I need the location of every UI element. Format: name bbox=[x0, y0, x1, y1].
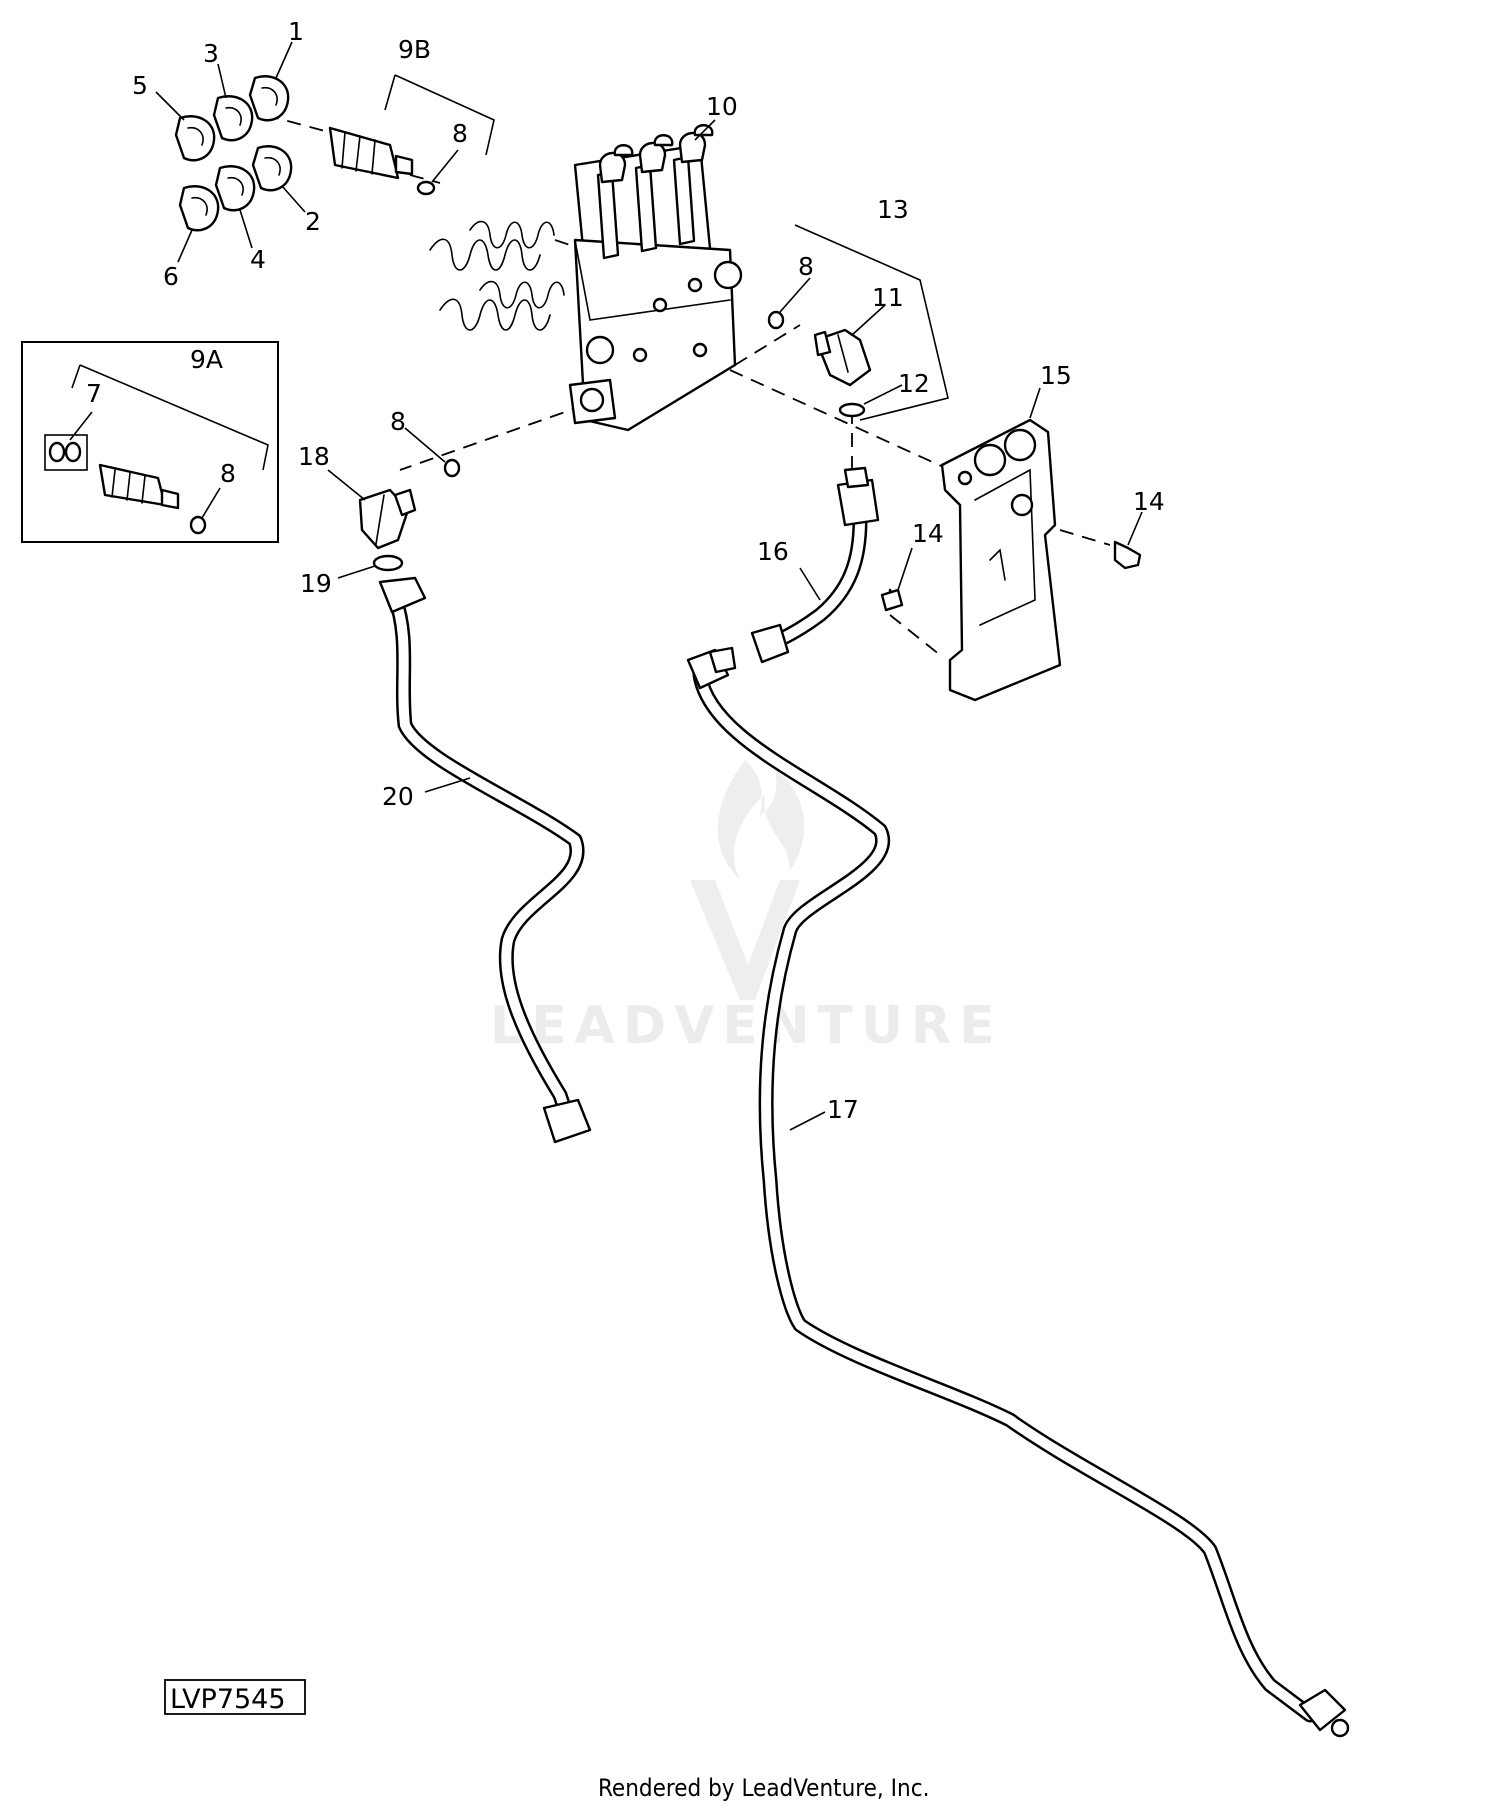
o-ring-19 bbox=[372, 554, 404, 572]
springs bbox=[429, 220, 565, 331]
callout-7: 7 bbox=[86, 379, 102, 408]
hose-16 bbox=[750, 466, 880, 664]
callout-9a: 9A bbox=[190, 345, 223, 374]
callout-8-inset: 8 bbox=[220, 459, 236, 488]
assembly-lines bbox=[264, 114, 1111, 656]
watermark-text: LEADVENTURE bbox=[490, 996, 1003, 1056]
callout-3: 3 bbox=[203, 39, 219, 68]
callout-20: 20 bbox=[382, 782, 414, 811]
callout-15: 15 bbox=[1040, 361, 1072, 390]
callout-16: 16 bbox=[757, 537, 789, 566]
callout-14-left: 14 bbox=[912, 519, 944, 548]
figure-id-box: LVP7545 bbox=[164, 1679, 306, 1715]
elbow-fitting-18 bbox=[358, 488, 417, 550]
valve-port-front bbox=[585, 335, 615, 365]
callout-5: 5 bbox=[132, 71, 148, 100]
bolt-14-right bbox=[1113, 540, 1142, 570]
o-ring-7-right bbox=[64, 441, 82, 463]
callout-labels: 1 2 3 4 5 6 7 8 8 8 8 9A 9B 10 11 12 13 … bbox=[86, 17, 1165, 1124]
group-13-bracket bbox=[794, 224, 949, 421]
bracket-15 bbox=[940, 418, 1062, 702]
callout-14-right: 14 bbox=[1133, 487, 1165, 516]
callout-2: 2 bbox=[305, 207, 321, 236]
callout-8-left: 8 bbox=[390, 407, 406, 436]
leader-lines bbox=[69, 41, 1143, 1131]
callout-1: 1 bbox=[288, 17, 304, 46]
callout-10: 10 bbox=[706, 92, 738, 121]
o-ring-8-coupler bbox=[416, 180, 436, 196]
o-ring-7-left bbox=[48, 441, 66, 463]
clip-3 bbox=[212, 95, 254, 142]
callout-9b: 9B bbox=[398, 35, 431, 64]
figure-id: LVP7545 bbox=[170, 1684, 286, 1715]
valve-assembly-10 bbox=[568, 124, 743, 432]
o-ring-8-left bbox=[443, 458, 461, 478]
callout-12: 12 bbox=[898, 369, 930, 398]
callout-11: 11 bbox=[872, 283, 904, 312]
clip-6 bbox=[178, 185, 220, 232]
hose-17 bbox=[686, 646, 1350, 1738]
valve-port-side bbox=[713, 260, 743, 290]
callout-6: 6 bbox=[163, 262, 179, 291]
clip-1 bbox=[248, 75, 290, 122]
callout-13: 13 bbox=[877, 195, 909, 224]
clip-2 bbox=[251, 145, 293, 192]
hose-20 bbox=[378, 576, 592, 1144]
watermark: LEADVENTURE bbox=[490, 760, 1003, 1056]
callout-4: 4 bbox=[250, 245, 266, 274]
callout-19: 19 bbox=[300, 569, 332, 598]
callout-8-right: 8 bbox=[798, 252, 814, 281]
credit-text: Rendered by LeadVenture, Inc. bbox=[598, 1774, 929, 1802]
bolt-14-left bbox=[880, 588, 904, 612]
callout-18: 18 bbox=[298, 442, 330, 471]
coupler-9a bbox=[98, 463, 180, 510]
elbow-fitting-11 bbox=[813, 328, 872, 387]
callout-17: 17 bbox=[827, 1095, 859, 1124]
o-ring-12 bbox=[838, 402, 866, 418]
o-ring-8-inset bbox=[189, 515, 207, 535]
clip-4 bbox=[214, 165, 256, 212]
callout-8-coupler: 8 bbox=[452, 119, 468, 148]
leadventure-flame-logo-icon bbox=[690, 760, 805, 1000]
o-ring-8-right bbox=[767, 310, 785, 330]
coupler-9b bbox=[328, 74, 495, 180]
inset-box bbox=[21, 341, 279, 543]
clip-5 bbox=[174, 115, 216, 162]
